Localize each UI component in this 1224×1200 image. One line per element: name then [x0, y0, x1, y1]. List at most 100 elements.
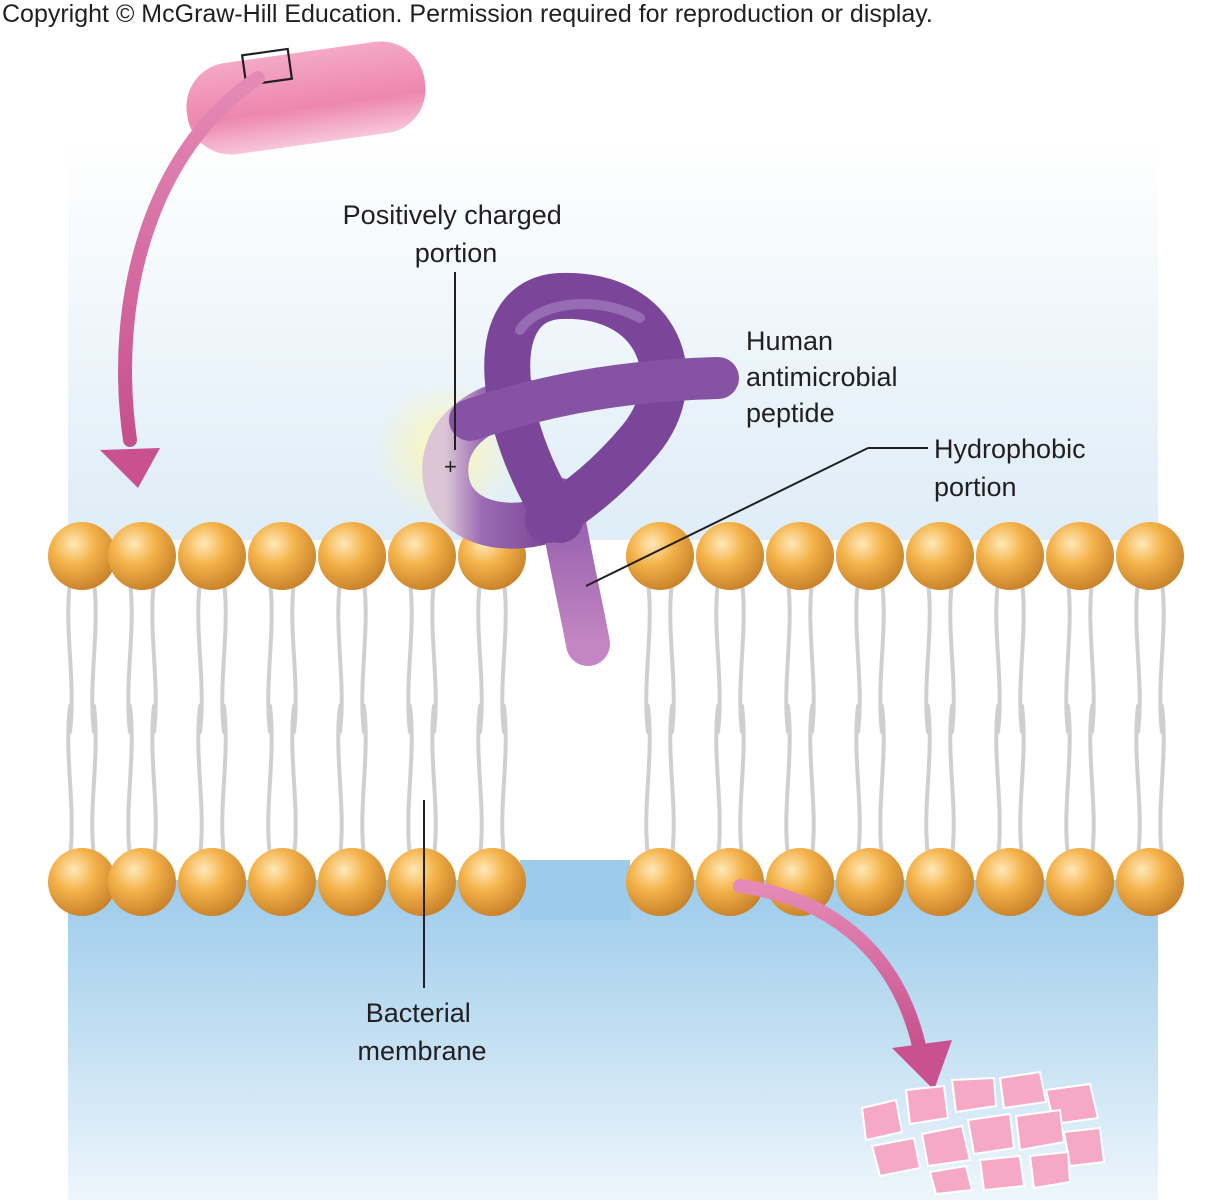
lipid-tail	[126, 704, 134, 858]
copyright-notice: Copyright © McGraw-Hill Education. Permi…	[2, 0, 933, 28]
lipid-tail	[90, 704, 98, 858]
membrane-pore-opening	[520, 860, 630, 920]
lipid-tail	[854, 580, 862, 734]
lipid-head-outer	[248, 522, 316, 590]
antimicrobial-peptide	[422, 272, 739, 666]
lipid-tail	[1064, 580, 1072, 734]
lipid-tail	[668, 580, 676, 734]
lipid-head-inner	[1116, 848, 1184, 916]
lipid-tail	[360, 704, 368, 858]
lipid-tail	[1018, 580, 1026, 734]
lipid-tail	[644, 704, 652, 858]
lipid-head-outer	[318, 522, 386, 590]
lipid-tail	[196, 704, 204, 858]
lipid-tail	[854, 704, 862, 858]
lipid-tail	[948, 704, 956, 858]
lipid-tail	[1064, 704, 1072, 858]
lipid-tail	[476, 704, 484, 858]
lipid-tail	[66, 704, 74, 858]
lipid-tail	[644, 580, 652, 734]
lipid-head-outer	[836, 522, 904, 590]
lipid-tail	[808, 580, 816, 734]
curved-arrow-icon	[100, 71, 265, 488]
lipid-head-inner	[696, 848, 764, 916]
lipid-tail	[878, 704, 886, 858]
lipid-tail	[150, 704, 158, 858]
lipid-tail	[196, 580, 204, 734]
lipid-tail	[784, 704, 792, 858]
lipid-head-outer	[1046, 522, 1114, 590]
lipid-tail	[924, 580, 932, 734]
lipid-tail	[1158, 580, 1166, 734]
lipid-tail	[126, 580, 134, 734]
lipid-tail	[948, 580, 956, 734]
lipid-head-outer	[976, 522, 1044, 590]
lipid-head-inner	[626, 848, 694, 916]
lipid-head-inner	[48, 848, 116, 916]
lipid-tail	[994, 704, 1002, 858]
lipid-tail	[1018, 704, 1026, 858]
label-positively-charged: Positively charged portion	[343, 200, 570, 268]
leader-hydrophobic-a	[585, 447, 869, 587]
leader-lines	[423, 272, 928, 988]
lipid-tail	[808, 704, 816, 858]
lipid-head-inner	[836, 848, 904, 916]
lipid-tail	[668, 704, 676, 858]
lipid-head-inner	[108, 848, 176, 916]
membrane-core	[68, 540, 1158, 880]
lipid-tail	[90, 580, 98, 734]
lipid-tail	[1158, 704, 1166, 858]
lipid-tail	[336, 704, 344, 858]
lipid-tail	[476, 580, 484, 734]
lipid-tail	[1134, 580, 1142, 734]
lipid-tail	[714, 704, 722, 858]
lipid-tail	[430, 580, 438, 734]
lipid-tail	[1088, 704, 1096, 858]
lipid-tail	[406, 580, 414, 734]
lipid-head-inner	[178, 848, 246, 916]
lipid-head-outer	[626, 522, 694, 590]
lipid-tail	[784, 580, 792, 734]
lipid-tail	[266, 580, 274, 734]
lipid-tail	[66, 580, 74, 734]
lipid-tail	[360, 580, 368, 734]
lipid-tail	[738, 704, 746, 858]
lipid-tail	[1134, 704, 1142, 858]
lipid-tail	[406, 704, 414, 858]
lipid-head-inner	[976, 848, 1044, 916]
lipid-head-outer	[388, 522, 456, 590]
lipid-head-outer	[48, 522, 116, 590]
lipid-tails	[66, 580, 1166, 858]
lipid-tail	[220, 704, 228, 858]
lipid-head-outer	[766, 522, 834, 590]
lipid-tail	[714, 580, 722, 734]
label-hydrophobic: Hydrophobic portion	[934, 434, 1093, 502]
lipid-head-inner	[248, 848, 316, 916]
lipid-tail	[266, 704, 274, 858]
label-membrane: Bacterial membrane	[357, 998, 486, 1066]
lipid-tail	[336, 580, 344, 734]
lipid-tail	[430, 704, 438, 858]
label-peptide: Human antimicrobial peptide	[746, 326, 905, 428]
lipid-head-outer	[1116, 522, 1184, 590]
lipid-tail	[738, 580, 746, 734]
curved-arrow-icon	[733, 879, 952, 1090]
lipid-tail	[150, 580, 158, 734]
lipid-head-outer	[108, 522, 176, 590]
bacterium-rod-icon	[186, 41, 426, 155]
lipid-head-outer	[178, 522, 246, 590]
lipid-tail	[1088, 580, 1096, 734]
charge-symbol: +	[444, 454, 457, 479]
lipid-head-outer	[696, 522, 764, 590]
lipid-tail	[994, 580, 1002, 734]
lipid-tail	[290, 704, 298, 858]
lipid-tail	[924, 704, 932, 858]
lipid-tail	[500, 704, 508, 858]
lipid-head-inner	[906, 848, 974, 916]
zoom-box-icon	[240, 47, 294, 87]
cytoplasm	[68, 880, 1158, 1200]
cell-debris-icon	[860, 1070, 1106, 1196]
lipid-head-inner	[318, 848, 386, 916]
lipid-tail	[290, 580, 298, 734]
